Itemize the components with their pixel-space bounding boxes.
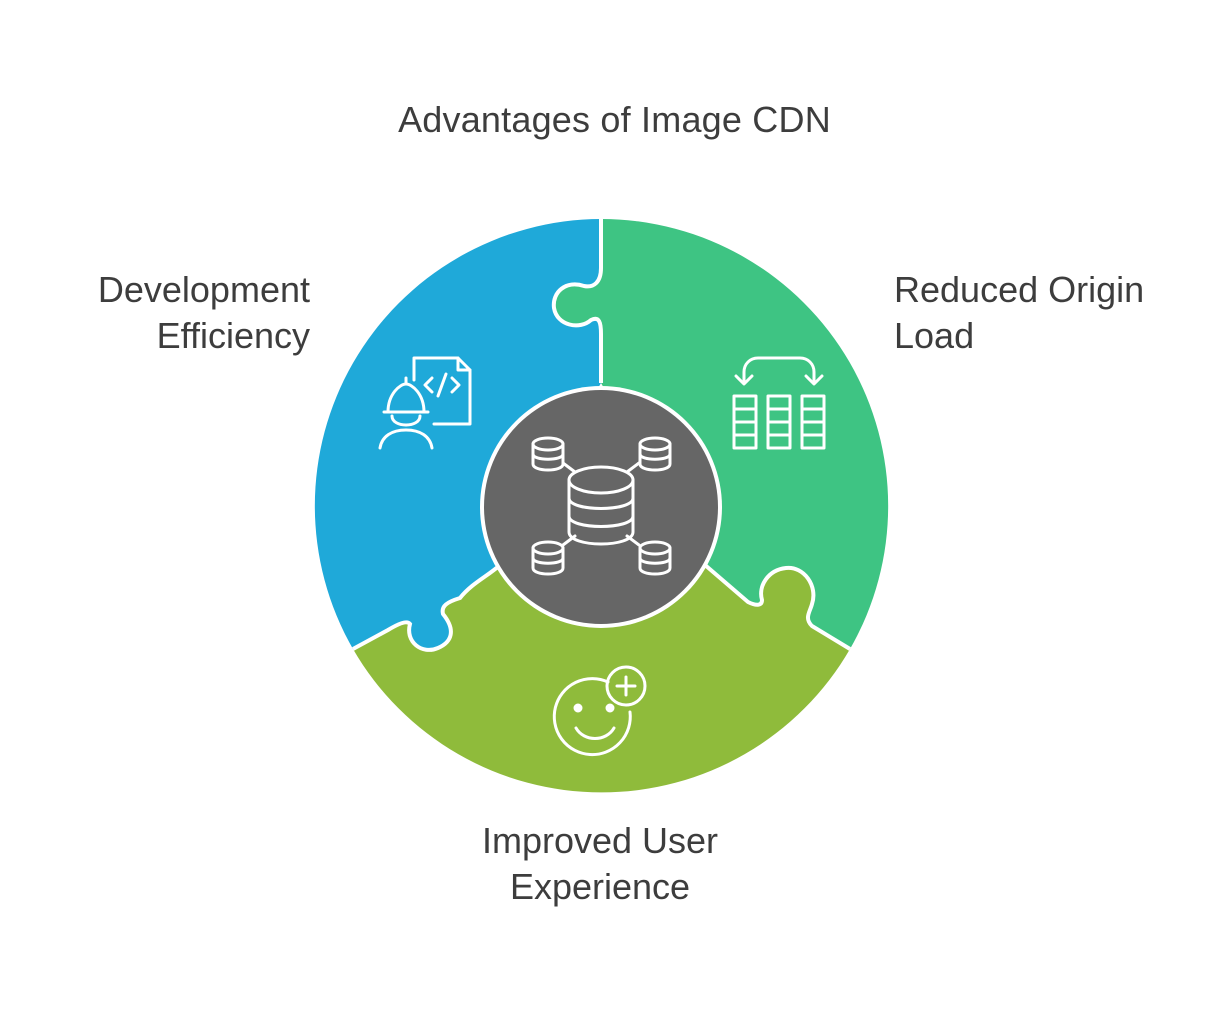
- label-line: Efficiency: [156, 315, 310, 356]
- separator-top: [551, 219, 603, 383]
- segment-development-efficiency: [314, 219, 601, 650]
- label-line: Experience: [509, 866, 691, 907]
- label-line: Improved User: [481, 820, 719, 861]
- label-reduced-origin-load: Reduced Origin Load: [894, 267, 1144, 359]
- segment-reduced-origin-load: [553, 218, 889, 650]
- label-line: Load: [894, 315, 975, 356]
- label-development-efficiency: Development Efficiency: [98, 267, 310, 359]
- label-line: Reduced Origin: [894, 269, 1145, 310]
- smiley-plus-icon: [552, 665, 647, 757]
- data-transfer-columns-icon: [732, 356, 826, 450]
- distributed-database-icon: [531, 436, 672, 576]
- developer-code-icon: [378, 356, 472, 450]
- diagram-title: Advantages of Image CDN: [398, 99, 831, 140]
- label-improved-user-experience: Improved User Experience: [0, 818, 1200, 910]
- separator-right: [703, 563, 852, 651]
- separator-left: [352, 563, 502, 652]
- label-line: Development: [97, 269, 310, 310]
